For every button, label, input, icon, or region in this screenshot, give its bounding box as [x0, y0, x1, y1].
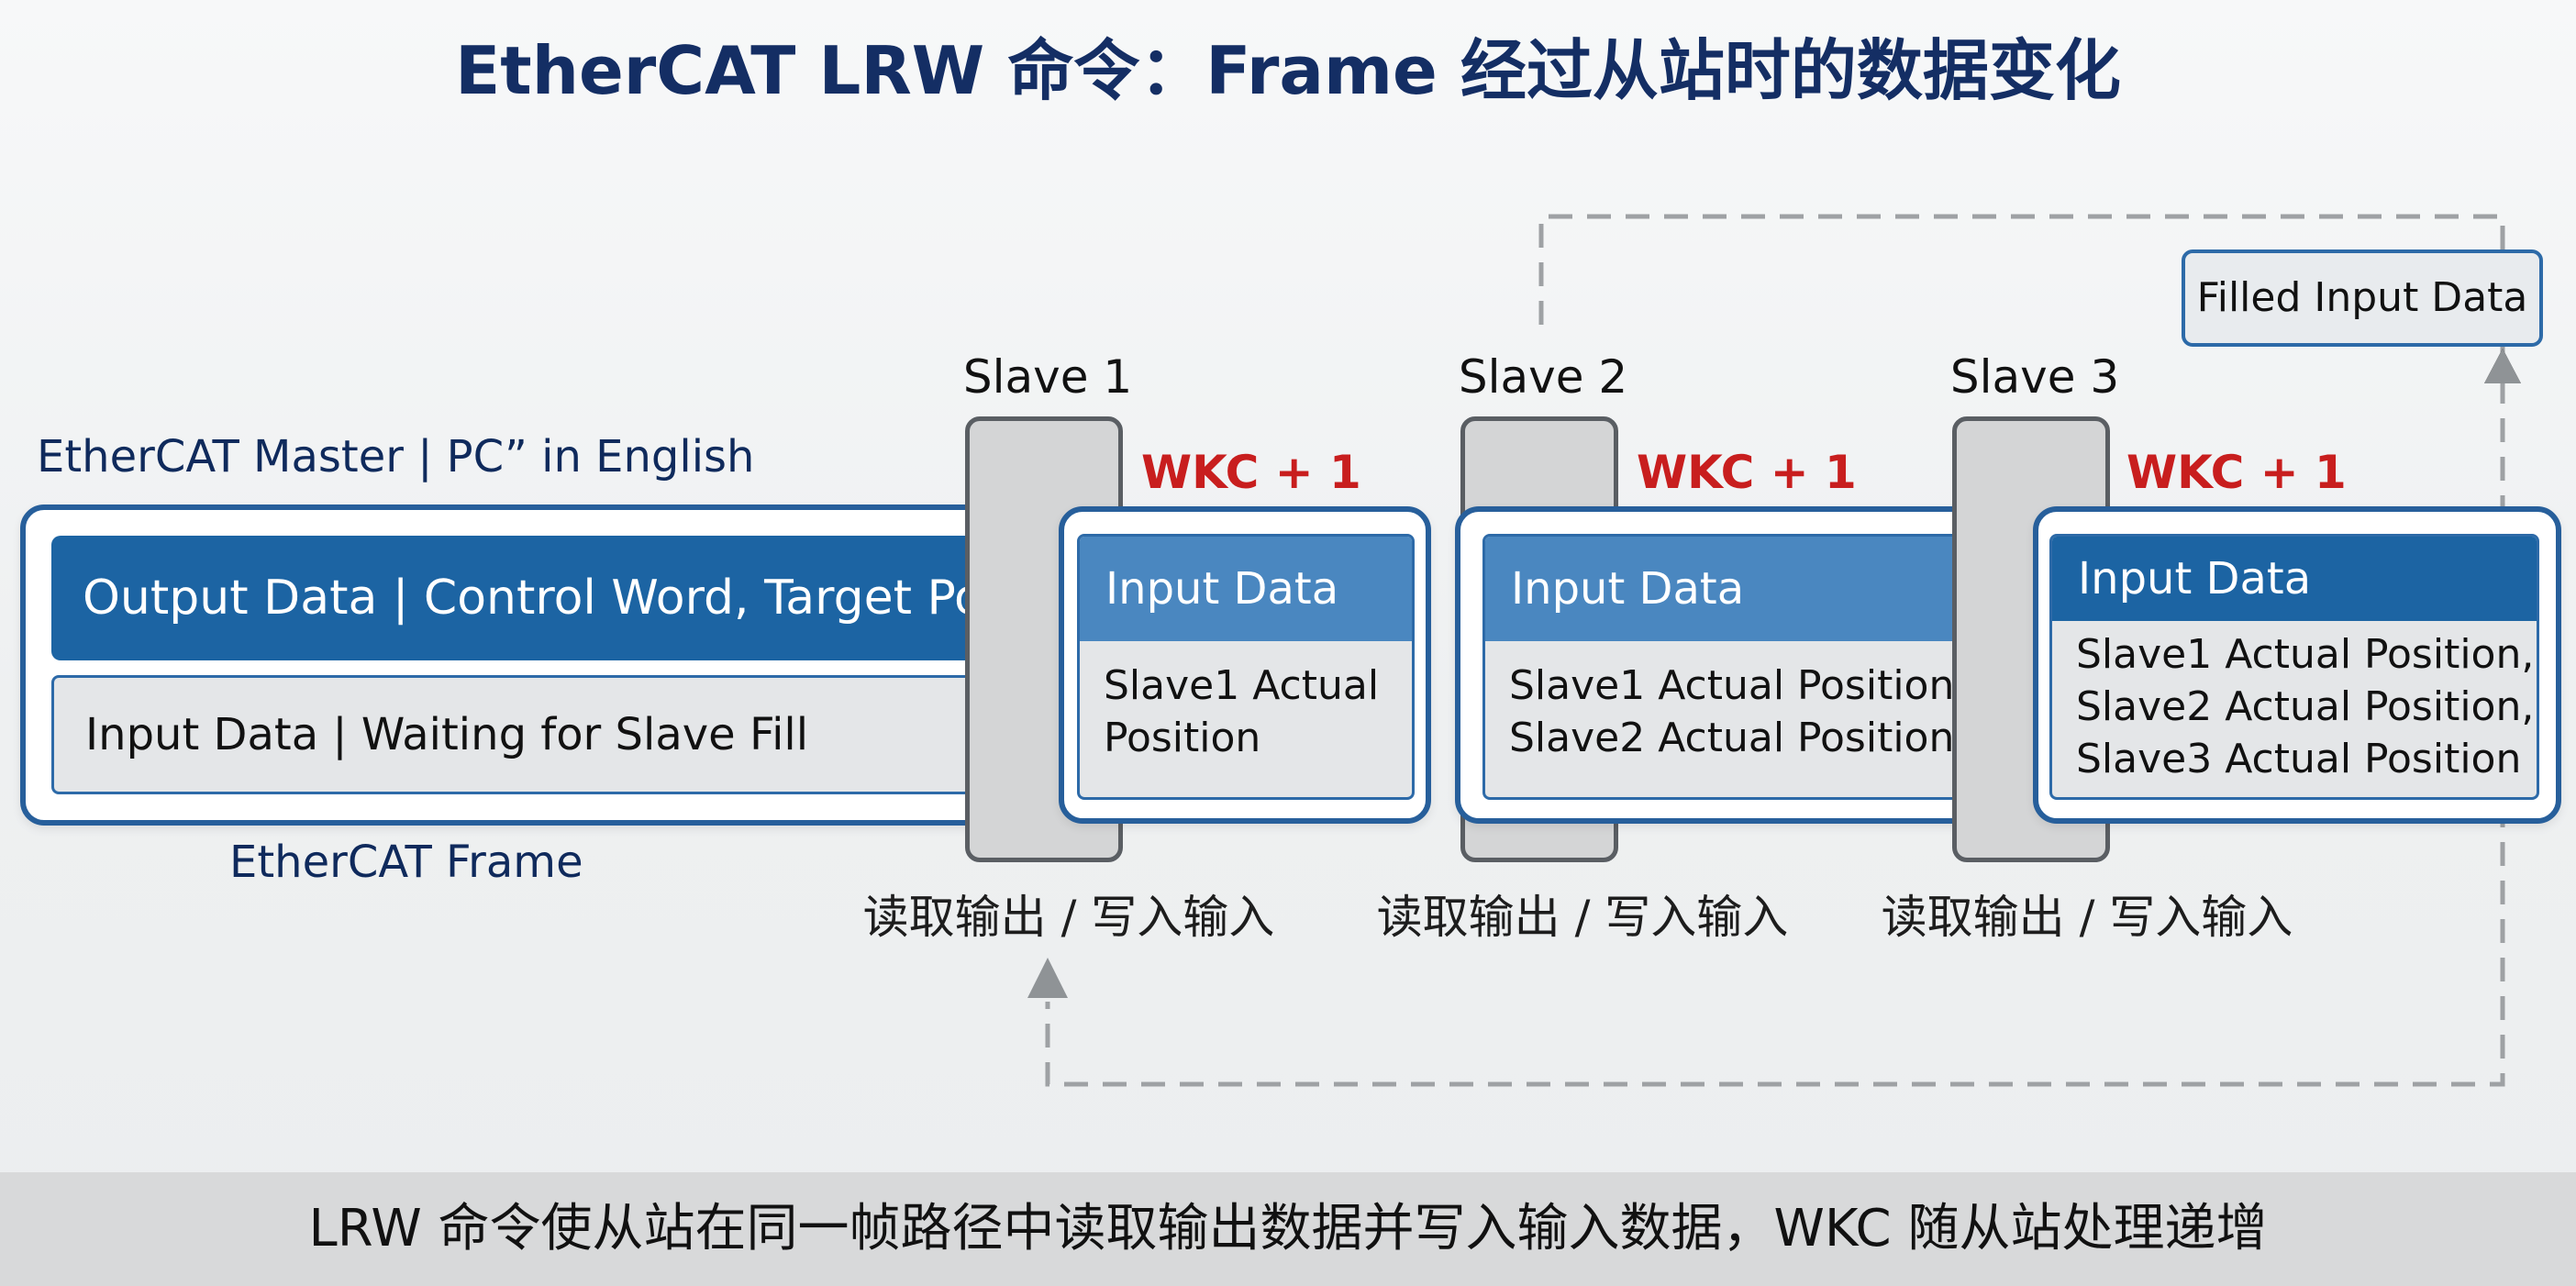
- slave-1-wkc: WKC + 1: [1141, 446, 1361, 499]
- output-data-label: Output Data | Control Word, Target Posit…: [83, 571, 1113, 626]
- footer-caption: LRW 命令使从站在同一帧路径中读取输出数据并写入输入数据，WKC 随从站处理递…: [308, 1199, 2268, 1258]
- slave-3-input-body: Slave1 Actual Position, Slave2 Actual Po…: [2052, 621, 2537, 796]
- slave-2-line-2: Slave2 Actual Position: [1509, 715, 1955, 761]
- slave-1-title: Slave 1: [962, 350, 1133, 404]
- slave-2-input-body: Slave1 Actual Position, Slave2 Actual Po…: [1485, 641, 1984, 775]
- slave-3-title: Slave 3: [1949, 350, 2120, 404]
- filled-input-box: Filled Input Data: [2182, 249, 2543, 347]
- output-data-bar: Output Data | Control Word, Target Posit…: [51, 536, 1113, 660]
- slave-3-line-1: Slave1 Actual Position,: [2076, 631, 2535, 678]
- slave-1-action: 读取输出 / 写入输入: [862, 891, 1275, 944]
- slave-1-input-body: Slave1 Actual Position: [1080, 641, 1412, 775]
- input-data-bar: Input Data | Waiting for Slave Fill: [51, 675, 1005, 794]
- slave-2-input-section: Input Data Slave1 Actual Position, Slave…: [1482, 534, 1987, 800]
- slave-1-input-header: Input Data: [1080, 537, 1412, 641]
- arrow-up-to-slave1: [1027, 958, 1068, 998]
- slave-3-frame: Input Data Slave1 Actual Position, Slave…: [2033, 506, 2561, 824]
- slave-1-line-1: Slave1 Actual: [1104, 662, 1380, 709]
- input-data-label: Input Data | Waiting for Slave Fill: [85, 709, 809, 760]
- slave-3-action: 读取输出 / 写入输入: [1881, 891, 2293, 944]
- slave-2-input-header: Input Data: [1485, 537, 1984, 641]
- slave-2-title: Slave 2: [1458, 350, 1628, 404]
- filled-input-label: Filled Input Data: [2196, 274, 2528, 321]
- slave-1-line-2: Position: [1104, 715, 1261, 761]
- slave-2-action: 读取输出 / 写入输入: [1376, 891, 1789, 944]
- page-title: EtherCAT LRW 命令：Frame 经过从站时的数据变化: [455, 32, 2121, 109]
- slave-2-wkc: WKC + 1: [1637, 446, 1857, 499]
- slave-1-input-section: Input Data Slave1 Actual Position: [1077, 534, 1415, 800]
- slave-3-input-header: Input Data: [2052, 537, 2537, 621]
- master-label: EtherCAT Master | PC” in English: [37, 431, 755, 482]
- slave-2-frame: Input Data Slave1 Actual Position, Slave…: [1455, 506, 2016, 824]
- slave-2-line-1: Slave1 Actual Position,: [1509, 662, 1968, 709]
- footer-bar: LRW 命令使从站在同一帧路径中读取输出数据并写入输入数据，WKC 随从站处理递…: [0, 1172, 2576, 1286]
- frame-label: EtherCAT Frame: [229, 837, 583, 888]
- slave-3-wkc: WKC + 1: [2126, 446, 2347, 499]
- master-frame: Output Data | Control Word, Target Posit…: [20, 504, 1113, 826]
- slave-3-input-section: Input Data Slave1 Actual Position, Slave…: [2049, 534, 2539, 800]
- slave-3-line-3: Slave3 Actual Position: [2076, 736, 2522, 782]
- slave-1-frame: Input Data Slave1 Actual Position: [1059, 506, 1431, 824]
- slave-3-line-2: Slave2 Actual Position,: [2076, 683, 2535, 730]
